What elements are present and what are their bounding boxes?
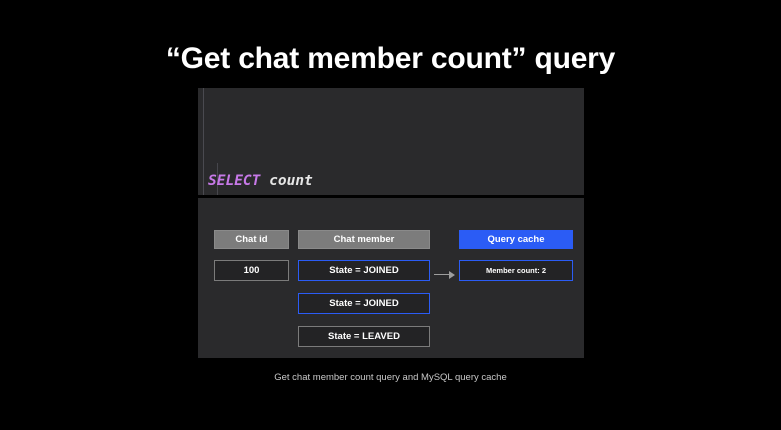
code-line: SELECT count xyxy=(208,169,584,194)
query-cache-diagram-panel: Chat id Chat member Query cache 100 Stat… xyxy=(198,198,584,358)
sql-code-panel: SELECT count FROM ${db} WHERE chat_id = … xyxy=(198,88,584,195)
arrow-right-icon xyxy=(434,270,456,279)
query-cache-cell: Member count: 2 xyxy=(459,260,573,281)
indent-guide-nested-icon xyxy=(217,163,218,195)
arrow-shaft xyxy=(434,274,450,276)
column-header-chat-id: Chat id xyxy=(214,230,289,249)
arrow-head xyxy=(449,270,455,279)
page-title: “Get chat member count” query xyxy=(165,42,616,75)
figure-caption: Get chat member count query and MySQL qu… xyxy=(274,372,507,383)
indent-guide-icon xyxy=(203,88,204,195)
chat-member-cell: State = LEAVED xyxy=(298,326,430,347)
sql-code-lines: SELECT count FROM ${db} WHERE chat_id = … xyxy=(208,94,584,195)
column-header-query-cache: Query cache xyxy=(459,230,573,249)
chat-id-cell: 100 xyxy=(214,260,289,281)
sql-function: count xyxy=(269,173,313,189)
sql-space xyxy=(260,173,269,189)
chat-member-cell: State = JOINED xyxy=(298,260,430,281)
column-header-chat-member: Chat member xyxy=(298,230,430,249)
sql-keyword: SELECT xyxy=(208,173,261,189)
chat-member-cell: State = JOINED xyxy=(298,293,430,314)
